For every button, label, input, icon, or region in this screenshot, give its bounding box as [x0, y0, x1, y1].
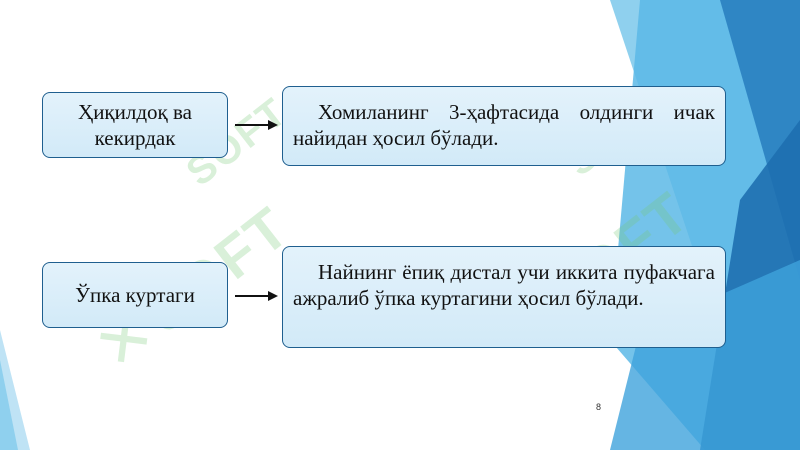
page-number: 8 — [596, 402, 602, 412]
term-text-1: Ҳиқилдоқ ва кекирдак — [78, 100, 192, 150]
arrow-right-icon — [235, 120, 278, 130]
term-text-2: Ўпка куртаги — [75, 283, 195, 307]
term-box-1: Ҳиқилдоқ ва кекирдак — [42, 92, 228, 158]
description-text-1: Хомиланинг 3-ҳафтасида олдинги ичак найи… — [293, 100, 715, 150]
arrow-right-icon — [235, 291, 278, 301]
description-box-1: Хомиланинг 3-ҳафтасида олдинги ичак найи… — [282, 86, 726, 166]
description-text-2: Найнинг ёпиқ дистал учи иккита пуфакчага… — [293, 260, 715, 310]
term-box-2: Ўпка куртаги — [42, 262, 228, 328]
description-box-2: Найнинг ёпиқ дистал учи иккита пуфакчага… — [282, 246, 726, 348]
